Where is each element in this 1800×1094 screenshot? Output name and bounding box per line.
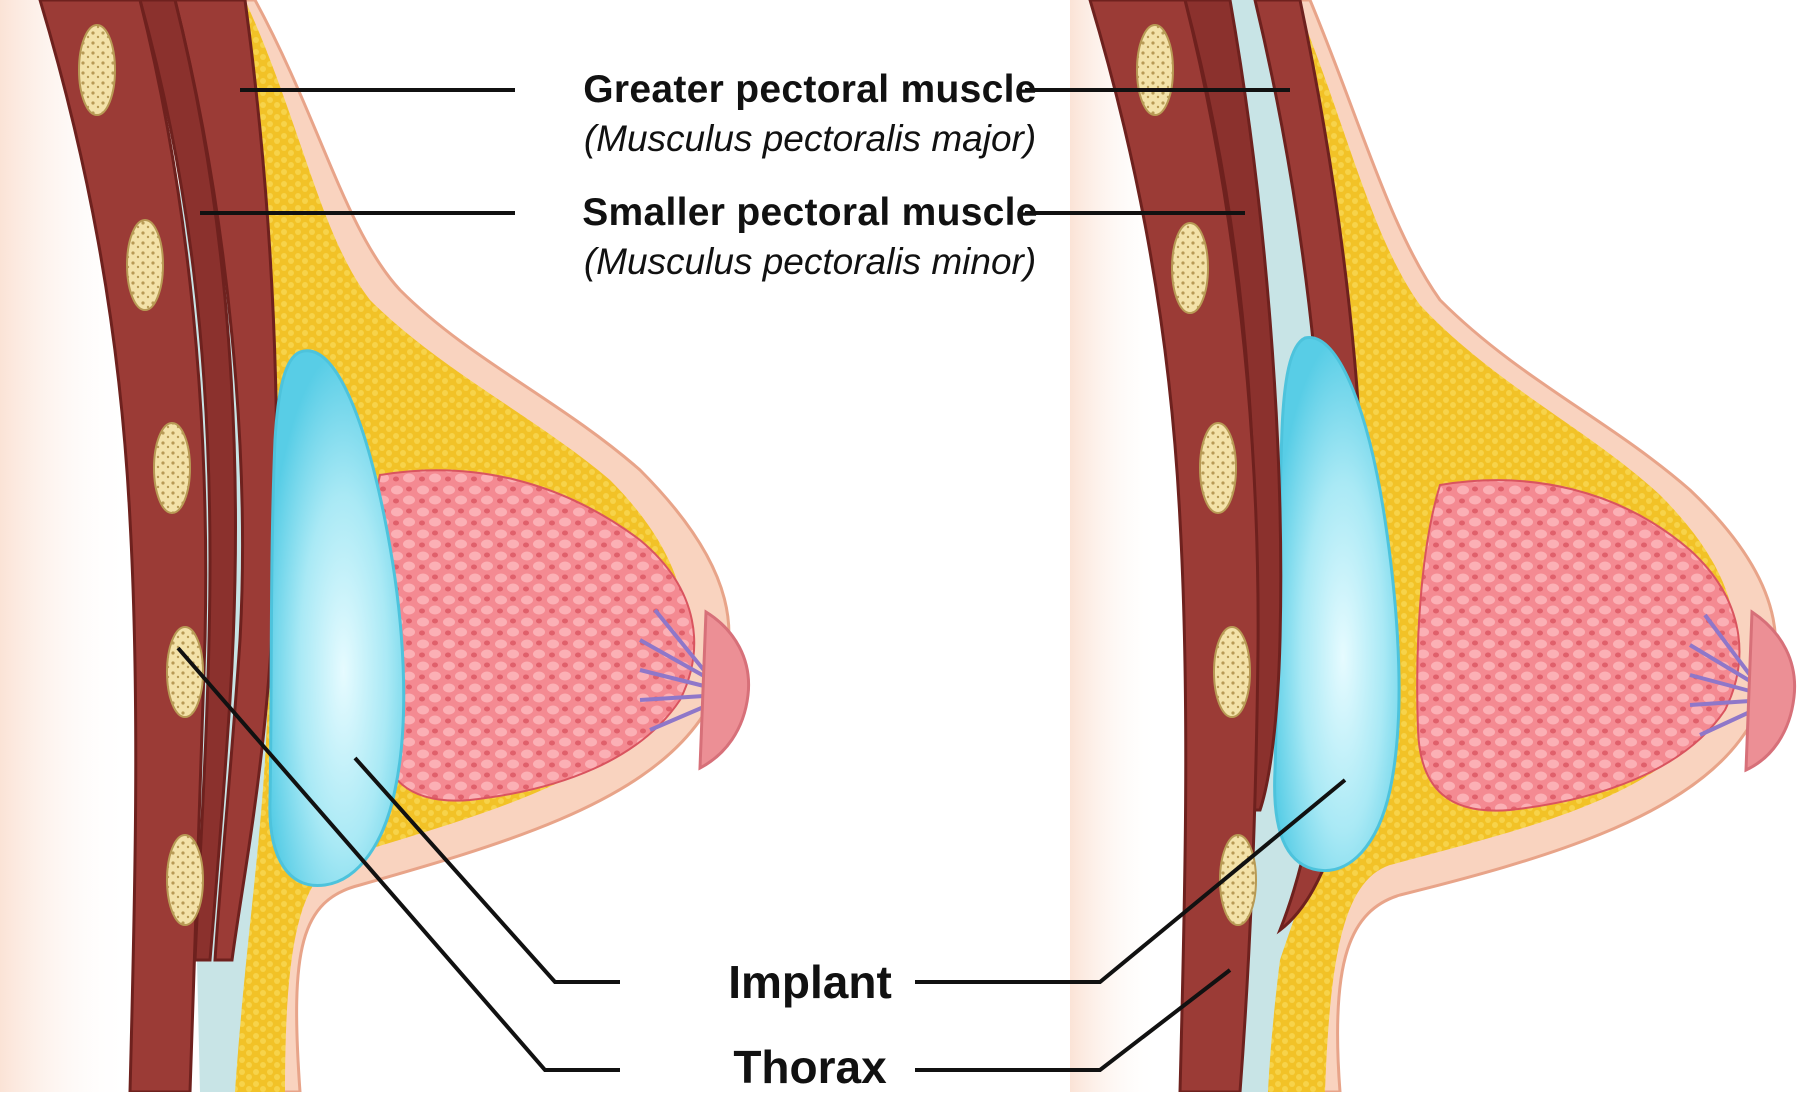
label-smaller-pectoral-muscle-latin: (Musculus pectoralis minor) — [583, 241, 1037, 282]
leader-thorax-right — [915, 968, 1232, 1072]
rib — [78, 24, 116, 116]
right-mammary-gland — [1416, 479, 1741, 812]
rib — [1213, 626, 1251, 718]
left-smaller-pectoral-muscle — [138, 0, 237, 962]
left-thorax-wall — [38, 0, 208, 1092]
label-thorax: Thorax — [733, 1041, 887, 1093]
rib — [1199, 422, 1237, 514]
left-panel — [0, 0, 751, 1092]
left-nipple — [698, 609, 751, 771]
label-smaller-pectoral-muscle: Smaller pectoral muscle — [582, 191, 1038, 234]
left-ribs — [78, 24, 204, 926]
left-implant — [268, 349, 406, 888]
rib — [166, 834, 204, 926]
label-implant: Implant — [728, 956, 892, 1008]
right-thorax-wall — [1088, 0, 1260, 1092]
right-nipple — [1744, 609, 1797, 773]
left-greater-pectoral-muscle — [173, 0, 279, 962]
label-greater-pectoral-muscle-latin: (Musculus pectoralis major) — [583, 118, 1037, 159]
leader-lines — [176, 88, 1347, 1072]
leader-implant-left — [353, 756, 620, 984]
rib — [166, 626, 204, 718]
label-greater-pectoral-muscle: Greater pectoral muscle — [583, 68, 1037, 111]
leader-implant-right — [915, 778, 1347, 984]
right-ribs — [1136, 24, 1257, 926]
right-implant — [1273, 336, 1401, 873]
right-panel — [1070, 0, 1797, 1092]
rib — [126, 219, 164, 311]
rib — [153, 422, 191, 514]
rib — [1136, 24, 1174, 116]
rib — [1171, 222, 1209, 314]
rib — [1219, 834, 1257, 926]
leader-thorax-left — [176, 646, 620, 1072]
